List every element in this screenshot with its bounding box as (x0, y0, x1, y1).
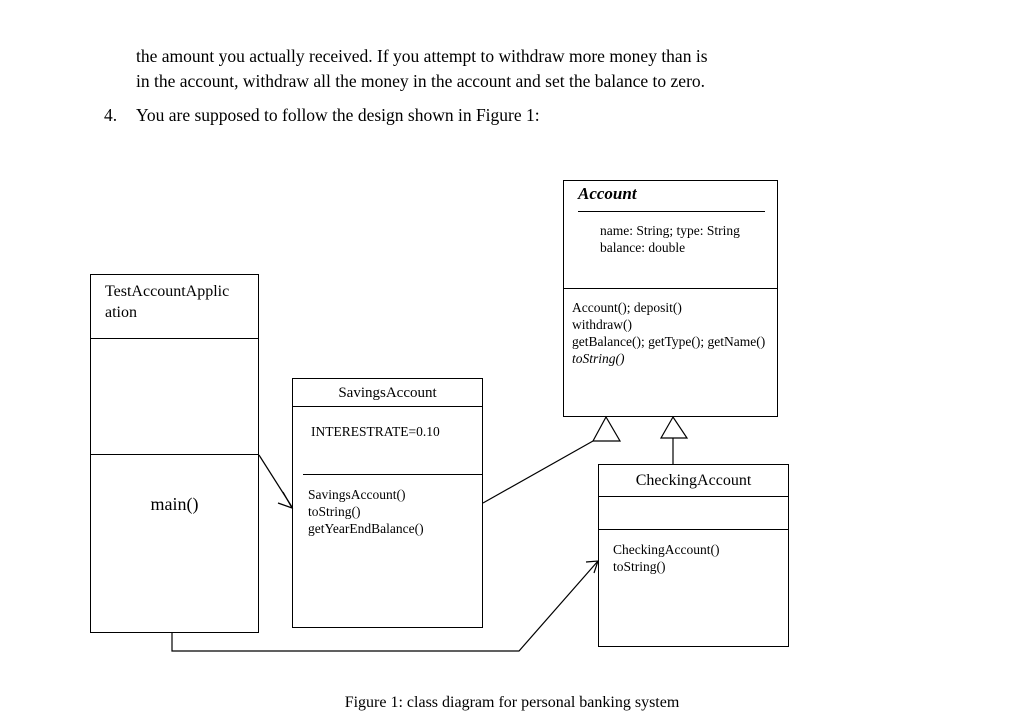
method-row: CheckingAccount() (613, 542, 720, 557)
attribute-row: name: String; type: String (600, 223, 740, 238)
class-name-underline-account (578, 211, 765, 212)
methods-checking-account: CheckingAccount() toString() (599, 535, 725, 581)
class-name-divider-savings-account (293, 406, 482, 407)
association-test-to-savings (258, 454, 294, 510)
attributes-account: name: String; type: String balance: doub… (564, 208, 777, 262)
methods-savings-account: SavingsAccount() toString() getYearEndBa… (293, 480, 430, 543)
attributes-savings-account: INTERESTRATE=0.10 (293, 407, 482, 446)
method-row: getBalance(); getType(); getName() (572, 334, 766, 349)
compartment-divider-test-account-application (91, 454, 258, 455)
class-name-divider-test-account-application (91, 338, 258, 339)
class-name-divider-checking-account (599, 496, 788, 497)
paragraph-line-1: the amount you actually received. If you… (136, 46, 708, 66)
attribute-row: INTERESTRATE=0.10 (311, 424, 440, 439)
attribute-row: balance: double (600, 240, 686, 255)
attributes-test-account-application (91, 328, 258, 442)
class-name-line-2: ation (105, 304, 137, 321)
methods-account: Account(); deposit() withdraw() getBalan… (564, 293, 771, 373)
list-item-number: 4. (104, 105, 118, 125)
compartment-divider-account (564, 288, 777, 289)
instruction-paragraph: the amount you actually received. If you… (136, 44, 896, 94)
method-row: SavingsAccount() (308, 487, 406, 502)
class-box-checking-account[interactable]: CheckingAccount CheckingAccount() toStri… (598, 464, 789, 647)
list-item-text: You are supposed to follow the design sh… (136, 105, 540, 125)
method-row: toString() (613, 559, 666, 574)
class-name-line-1: TestAccountApplic (105, 283, 230, 300)
figure-caption: Figure 1: class diagram for personal ban… (344, 694, 680, 711)
method-row: toString() (572, 351, 625, 366)
class-name-savings-account: SavingsAccount (338, 385, 437, 401)
class-box-savings-account[interactable]: SavingsAccount INTERESTRATE=0.10 Savings… (292, 378, 483, 628)
compartment-divider-checking-account (599, 529, 788, 530)
class-name-checking-account: CheckingAccount (635, 472, 752, 489)
class-name-account: Account (578, 184, 637, 203)
method-row: getYearEndBalance() (308, 521, 424, 536)
numbered-list-item-4: 4. You are supposed to follow the design… (104, 103, 904, 128)
paragraph-line-2: in the account, withdraw all the money i… (136, 71, 706, 91)
attributes-checking-account (599, 495, 788, 527)
class-box-account[interactable]: Account name: String; type: String balan… (563, 180, 778, 417)
method-row: toString() (308, 504, 361, 519)
class-name-test-account-application: TestAccountApplic ation (91, 275, 258, 328)
generalization-checking-to-account (659, 415, 689, 464)
compartment-divider-savings-account (303, 474, 482, 475)
class-box-test-account-application[interactable]: TestAccountApplic ation main() (90, 274, 259, 633)
method-row: withdraw() (572, 317, 632, 332)
method-row: Account(); deposit() (572, 300, 682, 315)
method-main: main() (150, 494, 199, 514)
